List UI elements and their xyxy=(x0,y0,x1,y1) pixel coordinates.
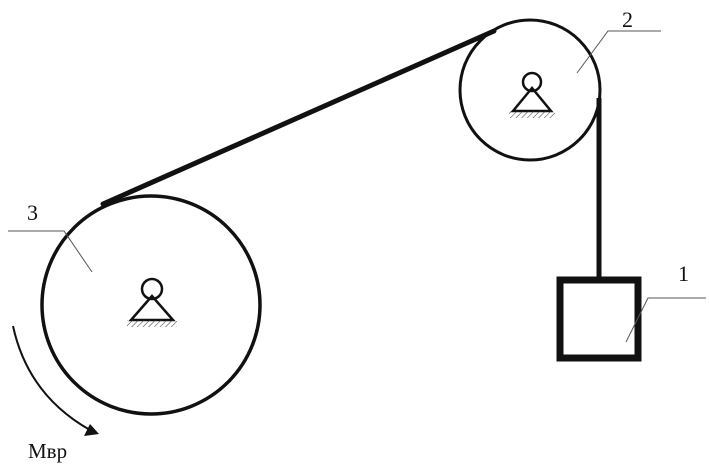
pulley-2 xyxy=(458,18,602,162)
leader-lines xyxy=(8,30,706,343)
load-1 xyxy=(556,276,642,362)
rotation-moment-arrow-icon xyxy=(12,325,99,436)
pivot-support-icon xyxy=(509,71,555,118)
drum-3 xyxy=(40,194,262,416)
belt-segment xyxy=(100,28,497,207)
drum-3-label: 3 xyxy=(27,200,38,225)
load-1-label: 1 xyxy=(678,261,689,286)
pivot-support-icon xyxy=(127,277,177,327)
moment-label: Mвр xyxy=(28,439,67,463)
pulley-2-label: 2 xyxy=(622,7,633,32)
